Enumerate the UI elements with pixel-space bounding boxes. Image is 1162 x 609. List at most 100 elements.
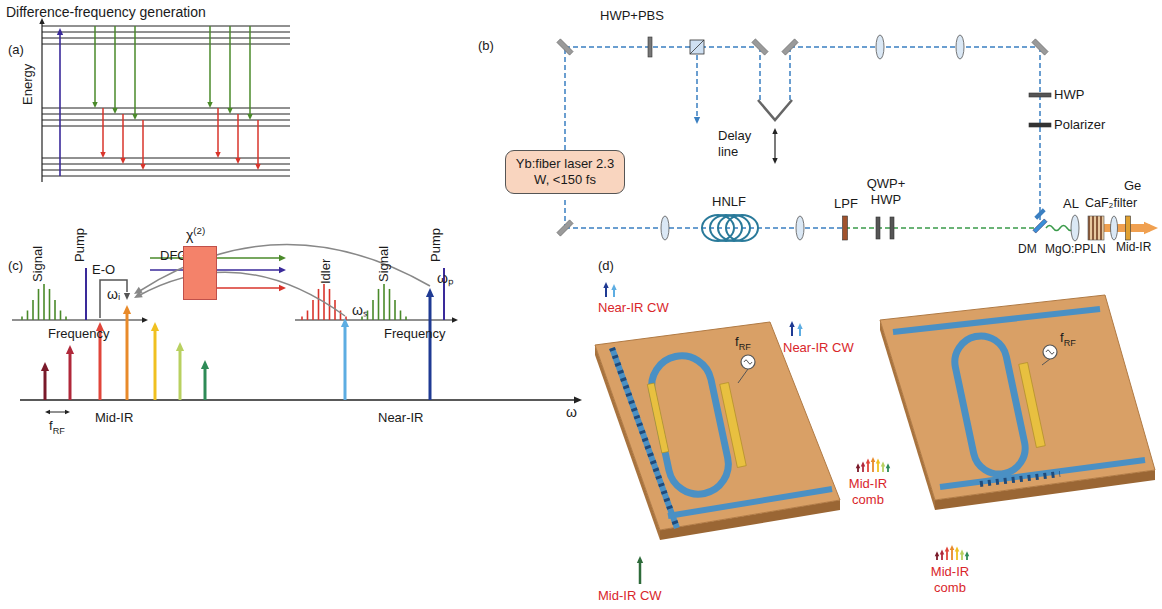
arrow-head <box>871 457 876 462</box>
energy-level <box>42 44 290 45</box>
arrow-head <box>955 547 960 552</box>
comb-line <box>389 289 391 320</box>
arrow-head <box>881 461 886 466</box>
energy-level <box>42 126 290 127</box>
comb-line <box>318 289 320 320</box>
electrode <box>647 383 668 453</box>
arrow-head <box>66 345 74 354</box>
label: HWP+PBS <box>600 8 664 24</box>
beam <box>759 47 761 100</box>
wave-plate <box>648 37 652 57</box>
energy-level <box>42 38 290 39</box>
label: DM <box>1018 242 1037 256</box>
pbs-cube <box>690 40 704 54</box>
label: Mid-IR comb <box>840 476 896 507</box>
comb-line <box>367 310 369 320</box>
label: (c) <box>8 258 23 274</box>
label: Near-IR <box>378 410 424 426</box>
label: Near-IR CW <box>783 340 854 356</box>
label: Energy <box>20 64 36 105</box>
comb-line <box>43 284 45 320</box>
arrow <box>142 120 144 166</box>
arrow-head <box>132 114 137 120</box>
arrow <box>344 323 347 400</box>
label: Mid-IR <box>95 410 133 426</box>
arrow-head <box>65 410 70 415</box>
comb-line <box>54 300 56 320</box>
arrow <box>126 310 129 400</box>
lens <box>956 35 964 59</box>
arrow <box>209 26 211 104</box>
node-heading: χ(2) <box>186 225 205 243</box>
rf-sine <box>1046 350 1054 354</box>
eo-bracket <box>100 280 127 318</box>
lens <box>1111 216 1118 240</box>
label: fRF <box>1060 330 1076 349</box>
fiber-coil <box>718 215 750 241</box>
wave-plate <box>876 217 880 239</box>
arrow-head <box>100 152 105 158</box>
arrow-head <box>856 463 861 468</box>
arrow-head <box>611 284 616 290</box>
comb-line <box>38 289 40 320</box>
arrow-head <box>797 323 802 329</box>
label: Ge <box>1124 178 1141 194</box>
arrow-head <box>227 108 232 114</box>
arrow-head <box>279 255 286 261</box>
label: Mid-IR comb <box>922 564 978 595</box>
arrow-head <box>603 282 608 288</box>
dfg-arc <box>138 272 345 316</box>
label: ωₚ <box>437 270 454 287</box>
arrow-head <box>215 152 220 158</box>
comb-line <box>312 300 314 320</box>
arrow-head <box>861 461 866 466</box>
arrow-head <box>940 549 945 554</box>
energy-level <box>42 176 290 177</box>
arrow-head <box>279 285 286 291</box>
arrow-head <box>694 117 700 124</box>
arrow <box>20 399 577 400</box>
arrow-head <box>57 28 63 35</box>
arrow <box>59 32 61 176</box>
arrow-head <box>866 459 871 464</box>
label: Frequency <box>48 326 109 342</box>
arrow <box>102 108 104 154</box>
arrow-head <box>772 158 777 164</box>
label: Near-IR CW <box>598 300 669 316</box>
label: Pump <box>428 228 444 262</box>
arrow <box>114 26 116 110</box>
arrow <box>44 367 47 400</box>
arrow-head <box>255 164 260 170</box>
arrow <box>122 114 124 160</box>
arrow-head <box>142 317 148 322</box>
arrow <box>204 365 207 400</box>
arrow-head <box>876 459 881 464</box>
arrow <box>696 55 698 120</box>
electrode <box>1019 362 1045 447</box>
comb-line <box>383 284 385 320</box>
comb-line <box>301 317 303 320</box>
wave-plate <box>890 217 894 239</box>
mirror <box>782 39 798 55</box>
rf-source <box>1043 345 1057 359</box>
arrow-head <box>789 321 794 327</box>
ppln-crystal <box>1088 216 1104 240</box>
beam <box>789 47 791 100</box>
comb-line <box>27 310 29 320</box>
arrow-head <box>960 549 965 554</box>
label: Mid-IR CW <box>598 588 662 604</box>
arrow-head <box>965 551 970 556</box>
laser-box: Yb:fiber laser 2.3 W, <150 fs <box>505 150 625 194</box>
comb-line <box>400 310 402 320</box>
fiber-coil <box>726 215 758 241</box>
label: CaF₂filter <box>1085 196 1137 211</box>
label: Difference-frequency generation <box>6 4 206 21</box>
arrow-head <box>201 360 209 369</box>
arrow-head <box>134 287 143 294</box>
pump-line <box>85 268 87 320</box>
energy-level <box>42 120 290 121</box>
mirror <box>557 39 573 55</box>
arrow-head <box>452 317 458 322</box>
arrow <box>179 347 182 400</box>
